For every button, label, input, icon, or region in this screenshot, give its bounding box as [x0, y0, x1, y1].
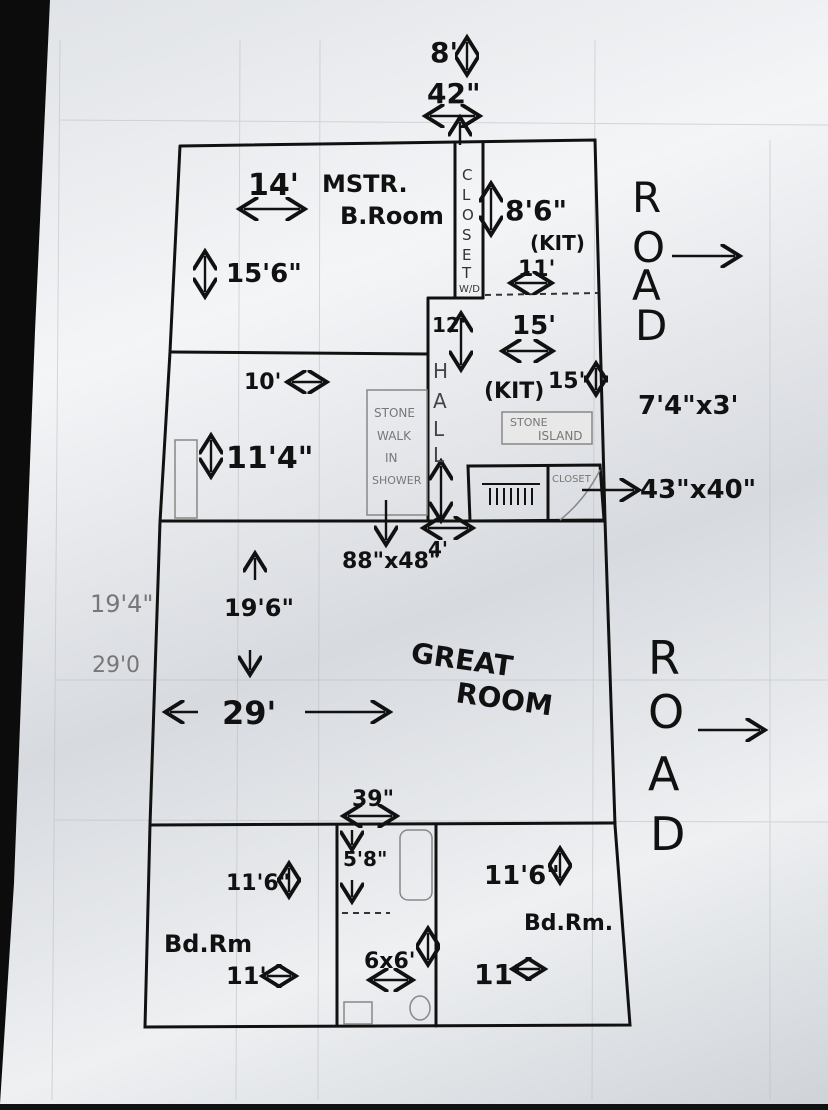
closet-letter: T	[461, 264, 472, 282]
hall-vertical-text: H A L L	[433, 359, 448, 467]
road-letter: D	[635, 301, 667, 350]
bed-right-width-label: 11'	[474, 958, 522, 991]
pencil-note-left-2: 29'0	[92, 653, 140, 678]
shower-label-3: IN	[385, 451, 398, 465]
shower-label-1: STONE	[374, 406, 415, 420]
road-bottom-text: R O A D	[648, 631, 685, 861]
kit-width-label: 15'	[512, 311, 556, 341]
bath-width-label: 10'	[244, 370, 281, 395]
kit-top-label: (KIT)	[530, 231, 585, 255]
road-letter: D	[650, 807, 685, 861]
bed-right-name: Bd.Rm.	[524, 911, 613, 936]
walls	[143, 138, 632, 1029]
great-width-label: 29'	[222, 694, 276, 732]
closet-vertical-text: C L O S E T W/D	[459, 166, 480, 295]
bed-left-depth-label: 11'6"	[226, 871, 290, 896]
master-depth-label: 15'6"	[226, 259, 302, 289]
mid-bath-depth-label: 5'8"	[343, 847, 387, 871]
pencil-details	[174, 389, 601, 1025]
dimension-arrows	[170, 42, 760, 980]
road-letter: R	[632, 173, 661, 222]
bed-right-depth-label: 11'6"	[484, 861, 560, 891]
shower-dim-label: 88"x48"	[342, 549, 440, 574]
master-width-label: 14'	[248, 168, 299, 203]
island-label-1: STONE	[510, 416, 548, 429]
stairs-icon	[482, 483, 540, 505]
kit-top-width-label: 11'	[518, 257, 555, 282]
hall-letter: H	[433, 359, 448, 383]
top-height-label: 8'	[430, 36, 458, 69]
island-dim-label: 7'4"x3'	[638, 391, 739, 421]
hall-depth-label: 12'	[432, 313, 466, 337]
hall-letter: L	[433, 417, 445, 441]
stair-closet-dim-label: 43"x40"	[640, 475, 756, 505]
island-label-2: ISLAND	[538, 429, 583, 443]
shower-label-2: WALK	[377, 429, 412, 443]
kit-depth-label: 15'	[548, 369, 585, 394]
closet-letter: L	[462, 186, 471, 204]
road-letter: O	[648, 685, 684, 739]
bed-left-name: Bd.Rm	[164, 930, 252, 958]
closet-letter: O	[462, 206, 474, 224]
road-letter: O	[632, 223, 665, 272]
great-depth-label: 19'6"	[224, 594, 294, 622]
top-width-label: 42"	[427, 77, 481, 110]
hall-letter: A	[433, 389, 447, 413]
kit-label: (KIT)	[484, 379, 544, 404]
master-name-2: B.Room	[340, 202, 444, 230]
mid-bath-size-label: 6x6'	[364, 949, 416, 974]
closet-letter: S	[462, 226, 472, 244]
master-name-1: MSTR.	[322, 170, 408, 198]
pencil-note-left-1: 19'4"	[90, 590, 153, 618]
shower-text: STONE WALK IN SHOWER	[372, 406, 422, 487]
road-letter: R	[648, 631, 680, 685]
closet-letter: C	[462, 166, 472, 184]
hall-letter: L	[433, 443, 445, 467]
mid-bath-width-label: 39"	[352, 787, 394, 812]
closet-letter: E	[462, 246, 471, 264]
closet-wd-label: W/D	[459, 284, 480, 295]
great-room-label-2: ROOM	[454, 676, 555, 722]
hall-width-label: 4'	[428, 537, 448, 561]
road-top-text: R O A D	[632, 173, 667, 350]
stair-closet-label: CLOSET	[552, 474, 592, 485]
road-letter: A	[632, 261, 661, 310]
shower-label-4: SHOWER	[372, 474, 422, 487]
paper-grid	[51, 39, 828, 1101]
kit-top-depth-label: 8'6"	[505, 194, 567, 227]
road-letter: A	[648, 747, 680, 801]
bath-depth-label: 11'4"	[226, 441, 313, 476]
bed-left-width-label: 11'	[226, 962, 267, 990]
